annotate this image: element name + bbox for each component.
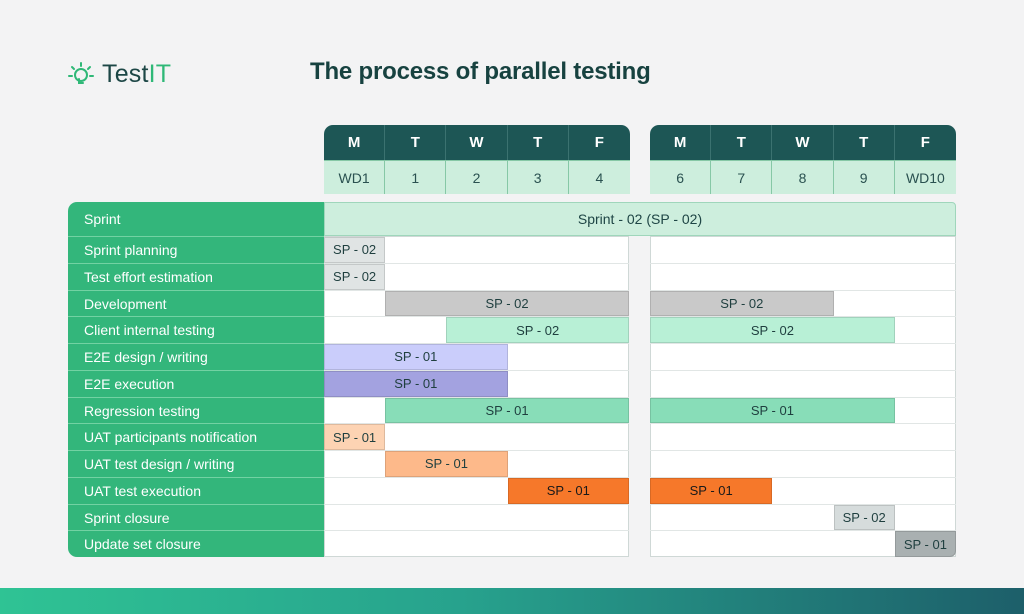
row-divider [324,503,629,505]
day-header: W [772,125,834,160]
row-label-sprint: Sprint [84,211,121,227]
day-header: W [446,125,508,160]
gantt-bar-e2e_design: SP - 01 [324,344,508,370]
row-label: Client internal testing [68,316,324,343]
brand-suffix: IT [148,59,172,88]
row-divider [650,262,956,264]
row-divider [650,423,956,425]
gantt-bar-uat_exec: SP - 01 [507,477,629,504]
row-divider [650,343,956,344]
workday-number: 9 [833,160,895,194]
gantt-bar-client: SP - 02 [650,317,895,343]
lightbulb-logo-icon [68,62,94,84]
workday-number: 1 [385,160,447,194]
bottom-gradient-strip [0,588,1024,614]
row-label: E2E execution [68,369,324,397]
row-divider [324,530,629,532]
row-divider [324,396,629,398]
page-title: The process of parallel testing [310,58,651,85]
row-divider [650,530,956,532]
workday-number: 8 [772,160,834,194]
row-label: Sprint planning [68,236,324,263]
gantt-bar-dev: SP - 02 [650,290,834,317]
row-divider [324,476,629,478]
day-header: T [833,125,895,160]
row-divider [650,289,956,291]
day-header: F [568,125,630,160]
row-divider [324,423,629,425]
day-header: T [385,125,447,160]
workday-number: 7 [711,160,773,194]
row-label: Sprint closure [68,503,324,531]
gantt-bar-plan: SP - 02 [324,263,386,290]
row-divider [650,396,956,398]
gantt-bar-uat_design: SP - 01 [385,451,508,477]
day-header: T [711,125,773,160]
brand-prefix: Test [102,59,149,88]
row-divider [324,262,629,264]
gantt-bar-uat_notify: SP - 01 [324,424,386,450]
row-divider [324,369,629,371]
row-divider [650,476,956,478]
row-label: Development [68,289,324,317]
row-label: UAT test design / writing [68,450,324,477]
workday-number: WD1 [324,160,386,194]
row-divider [324,289,629,291]
workday-number: WD10 [894,160,956,194]
row-label: UAT participants notification [68,423,324,450]
day-header: M [324,125,386,160]
row-divider [650,369,956,371]
row-label: Regression testing [68,396,324,424]
row-divider [324,343,629,344]
row-label: UAT test execution [68,476,324,504]
brand-logo: TestIT [66,57,171,91]
row-label: E2E design / writing [68,343,324,370]
row-label: Update set closure [68,530,324,557]
gantt-bar-regression: SP - 01 [385,397,629,424]
workday-number: 4 [568,160,630,194]
row-divider [324,316,629,318]
gantt-bar-update: SP - 01 [894,531,956,557]
workday-number: 3 [507,160,569,194]
gantt-bar-uat_exec: SP - 01 [650,477,773,504]
row-divider [650,503,956,505]
row-label: Test effort estimation [68,262,324,290]
row-divider [324,450,629,451]
gantt-bar-dev: SP - 02 [385,290,629,317]
gantt-bar-regression: SP - 01 [650,397,895,424]
day-header: F [894,125,956,160]
row-divider [650,450,956,451]
day-header: M [650,125,712,160]
brand-name: TestIT [102,60,171,89]
gantt-bar-client: SP - 02 [446,317,629,343]
workday-number: 6 [650,160,712,194]
gantt-bar-plan: SP - 02 [324,237,386,263]
day-header: T [507,125,569,160]
gantt-bar-closure: SP - 02 [833,504,895,531]
sprint-bar: Sprint - 02 (SP - 02) [324,202,956,236]
row-divider [650,316,956,318]
gantt-bar-e2e_exec: SP - 01 [324,370,508,397]
workday-number: 2 [446,160,508,194]
